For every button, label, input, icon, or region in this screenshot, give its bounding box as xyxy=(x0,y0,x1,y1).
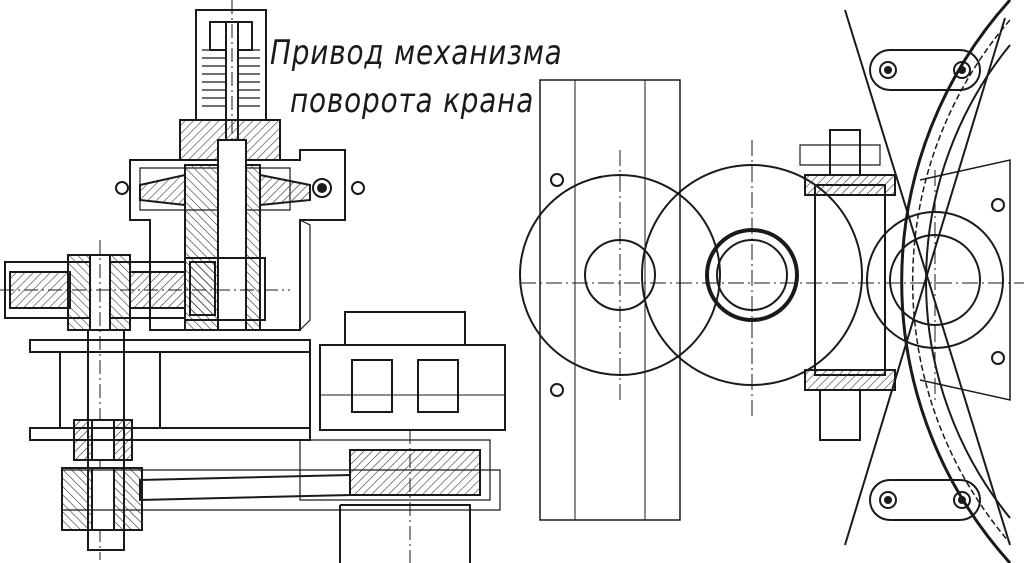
gearbox-housing xyxy=(116,120,364,330)
edge-bolts xyxy=(551,174,1004,396)
bolt-plate-bottom xyxy=(870,480,980,520)
support-roller xyxy=(800,130,895,440)
center-lines xyxy=(520,140,1024,420)
drawing-title-line-1: Привод механизма xyxy=(270,33,563,73)
slewing-ring-section xyxy=(62,430,500,563)
frame-beams xyxy=(30,312,505,440)
right-plan-view xyxy=(520,0,1024,563)
frame-column xyxy=(540,80,680,520)
left-section-view xyxy=(0,0,505,563)
slewing-gear-rim xyxy=(845,0,1010,563)
intermediate-gear xyxy=(0,255,290,330)
bolt-plate-top xyxy=(870,50,980,90)
drawing-title-line-2: поворота крана xyxy=(290,81,535,121)
